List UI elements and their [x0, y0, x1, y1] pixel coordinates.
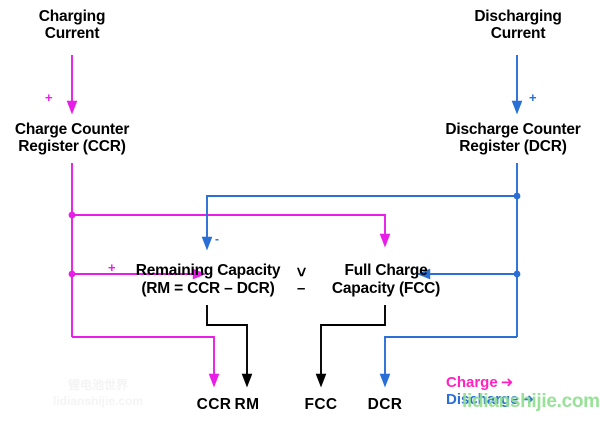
output-label-ccr: CCR: [196, 396, 232, 413]
wire-ccr-to-output: [72, 336, 220, 388]
register-label-dcr: Discharge Counter Register (DCR): [445, 121, 581, 156]
legend-charge-arrow-icon: ➜: [500, 374, 514, 391]
block-label-full-charge-capacity-line1: Full Charge: [344, 262, 428, 279]
legend-row-discharge: Discharge➜: [446, 392, 534, 409]
plus-sign-discharge-into-dcr: +: [529, 90, 537, 105]
comparison-operator: <: [291, 267, 311, 277]
wire-ccr-to-rm: [68, 268, 207, 280]
register-label-ccr: Charge Counter Register (CCR): [14, 121, 130, 156]
output-label-fcc: FCC: [304, 396, 338, 413]
legend-row-charge: Charge➜: [446, 375, 534, 392]
block-label-remaining-capacity-line2: (RM = CCR – DCR): [141, 280, 275, 297]
comparison-operator-underline: –: [297, 280, 306, 297]
wire-dcr-to-output: [379, 336, 517, 388]
wire-rm-to-output: [206, 305, 253, 388]
wire-fcc-to-output: [315, 305, 386, 388]
block-label-remaining-capacity-line1: Remaining Capacity: [135, 262, 281, 279]
plus-sign-charge-into-ccr: +: [45, 90, 53, 105]
block-label-full-charge-capacity-line2: Capacity (FCC): [331, 280, 441, 297]
plus-sign-charge-into-rm: +: [108, 260, 116, 275]
legend-discharge-label: Discharge: [446, 391, 519, 408]
legend-discharge-arrow-icon: ➜: [521, 391, 535, 408]
output-label-rm: RM: [234, 396, 260, 413]
source-label-charging-current: Charging Current: [38, 8, 106, 43]
output-label-dcr: DCR: [367, 396, 403, 413]
legend: Charge➜ Discharge➜: [446, 375, 534, 409]
source-label-discharging-current: Discharging Current: [474, 8, 562, 43]
wire-dcr-to-fcc: [416, 268, 521, 280]
legend-charge-label: Charge: [446, 374, 498, 391]
wire-dcr-to-rm: [201, 192, 521, 251]
wire-ccr-to-fcc: [68, 211, 391, 248]
minus-sign-discharge-into-rm: -: [215, 232, 219, 246]
